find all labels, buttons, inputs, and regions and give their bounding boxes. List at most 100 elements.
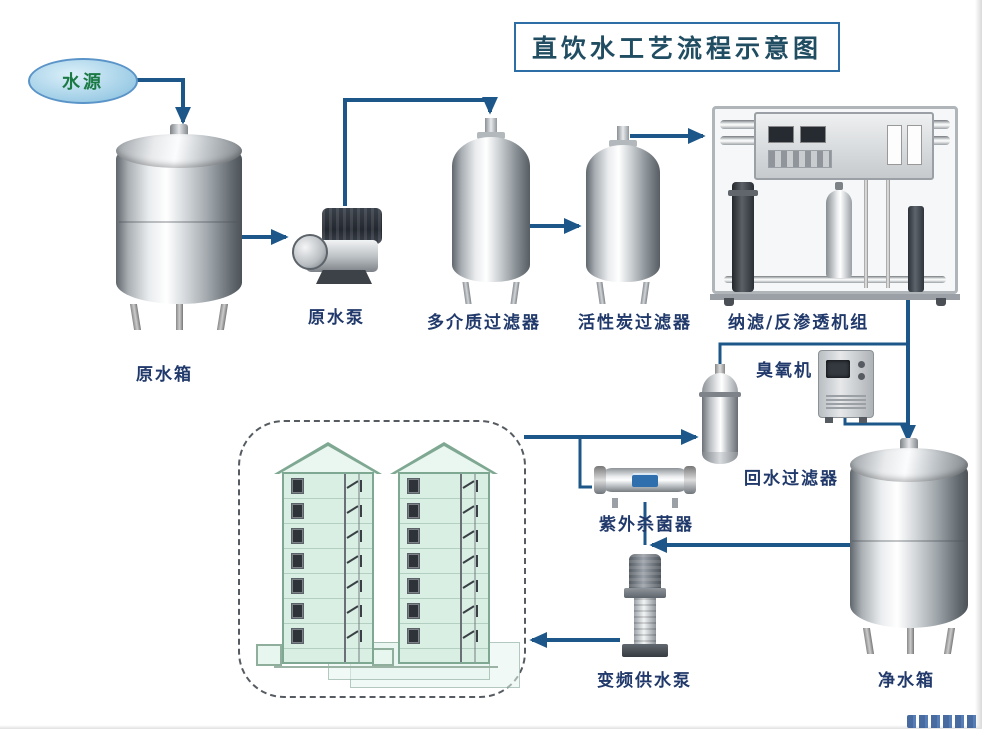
ro-panel-card (887, 125, 902, 165)
floor-stack (400, 474, 488, 662)
clean-water-tank-label: 净水箱 (878, 671, 935, 691)
tank-leg (906, 628, 914, 654)
pipe-return-filter-to-tank-line (718, 342, 906, 368)
window-icon (291, 553, 304, 569)
window-icon (407, 478, 420, 494)
ro-display-screen (768, 126, 794, 143)
tank-weld-band (852, 539, 966, 542)
ro-booster-pump (908, 206, 924, 292)
vessel-body (586, 145, 660, 282)
ozone-knob (858, 361, 865, 368)
ozone-generator-label: 臭氧机 (756, 361, 813, 381)
apartment-tower (390, 442, 498, 664)
tank-leg (863, 628, 875, 654)
uv-nameplate (632, 473, 658, 487)
pump-motor (322, 208, 382, 244)
building-floor (400, 549, 488, 574)
riser-valve-icon (463, 554, 481, 568)
pipe-source-to-raw-tank (134, 78, 191, 125)
ro-base-rail (710, 294, 960, 300)
scan-edge (975, 0, 982, 729)
raw-water-tank-label: 原水箱 (136, 365, 193, 385)
apartment-tower (274, 442, 382, 664)
ozone-foot (825, 417, 833, 423)
riser-valve-icon (347, 529, 365, 543)
annex-building (372, 648, 394, 666)
riser-valve-icon (463, 579, 481, 593)
filter-nozzle (715, 364, 725, 374)
ozone-generator-icon (818, 350, 874, 423)
pump-inlet-bell (292, 234, 328, 270)
pipe-return-line-to-uv (578, 437, 592, 489)
return-water-filter-icon (699, 364, 741, 464)
ro-cartridge-filter (826, 182, 852, 278)
riser-valve-icon (347, 604, 365, 618)
clean-water-tank-icon (850, 438, 968, 654)
building-floor (400, 474, 488, 499)
building-floor (400, 524, 488, 549)
uv-sterilizer-label: 紫外杀菌器 (599, 515, 694, 535)
ozone-window (826, 360, 850, 378)
riser-valve-icon (347, 479, 365, 493)
pipe-ozone-to-product-line (843, 418, 906, 426)
riser-valve-icon (463, 504, 481, 518)
scan-edge (0, 725, 982, 729)
building-floor (400, 499, 488, 524)
building-floor (284, 549, 372, 574)
building-boundary (238, 420, 526, 698)
window-icon (407, 503, 420, 519)
riser-valve-icon (463, 479, 481, 493)
raw-water-pump-label: 原水泵 (308, 308, 365, 328)
pipe-pump-to-multimedia-filter (343, 96, 498, 206)
riser-valve-icon (347, 629, 365, 643)
vfd-supply-pump-label: 变频供水泵 (597, 671, 692, 691)
ro-manifold-pipe (724, 276, 946, 283)
riser-valve-icon (347, 579, 365, 593)
window-icon (407, 603, 420, 619)
riser-valve-icon (463, 629, 481, 643)
window-icon (291, 628, 304, 644)
window-icon (291, 478, 304, 494)
ozone-knob (858, 373, 865, 380)
raw-water-pump-icon (292, 206, 388, 294)
multimedia-filter-label: 多介质过滤器 (427, 313, 541, 333)
tank-weld-band (118, 221, 240, 224)
uv-end-cap (594, 466, 606, 494)
ground-line (274, 666, 498, 668)
pump-base (316, 270, 372, 284)
building-floor (284, 499, 372, 524)
nf-ro-unit-icon (710, 106, 960, 306)
roof-icon (390, 442, 498, 474)
multimedia-filter-icon (452, 118, 530, 304)
ozone-vent (826, 395, 866, 409)
riser-pipe (474, 474, 476, 662)
tank-top-cap (116, 134, 242, 168)
vessel-flange (477, 132, 505, 139)
ro-control-cabinet (754, 112, 934, 180)
uv-bracket (612, 498, 618, 508)
uv-sterilizer-icon (594, 466, 696, 508)
window-icon (291, 578, 304, 594)
ozone-foot (859, 417, 867, 423)
floor-stack (284, 474, 372, 662)
filter-flange (699, 392, 741, 397)
ro-foot (724, 298, 734, 306)
vessel-body (452, 137, 530, 282)
cropped-watermark (907, 715, 979, 728)
vessel-leg (596, 282, 606, 304)
pump-base (622, 644, 668, 657)
window-icon (291, 503, 304, 519)
raw-water-tank-icon (116, 124, 242, 330)
ro-button-row (768, 150, 832, 168)
ro-vertical-pipe (886, 116, 890, 288)
annex-building (256, 644, 282, 666)
roof-icon (274, 442, 382, 474)
riser-valve-icon (463, 529, 481, 543)
building-floor (400, 624, 488, 649)
ro-foot (936, 298, 946, 306)
uv-bracket (672, 498, 678, 508)
tank-leg (216, 304, 228, 330)
tank-body (850, 465, 968, 628)
window-icon (407, 628, 420, 644)
